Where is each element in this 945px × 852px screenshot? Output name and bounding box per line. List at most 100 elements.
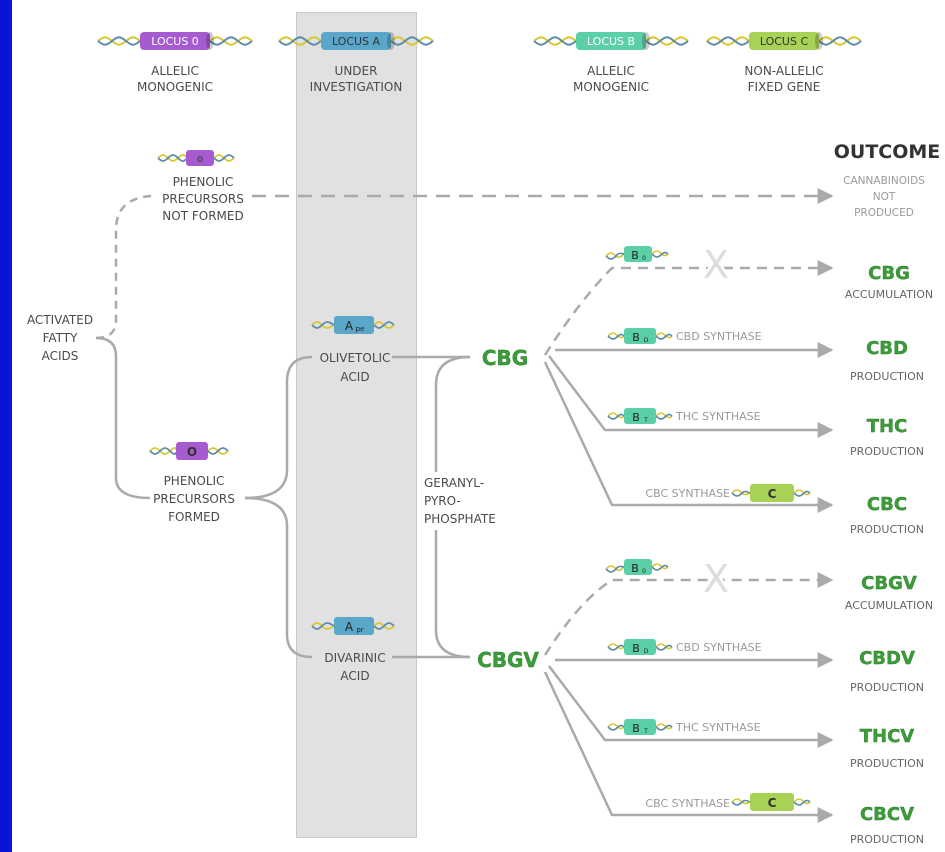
not-formed-line2: PRECURSORS (162, 192, 244, 206)
outcome-desc-cbdv: PRODUCTION (850, 681, 924, 694)
outcome-name-cbgv: CBGV (861, 573, 917, 594)
gene-a-pr-sub: pr (356, 626, 363, 634)
gene-b0-cbgv-sub: 0 (642, 568, 646, 575)
outcome-desc-cbd: PRODUCTION (850, 370, 924, 383)
locus-0-header: LOCUS 0 ALLELIC MONOGENIC (97, 32, 253, 94)
gene-bt-cbg-cylinder (624, 408, 656, 424)
outcome-cbcv-production: CBCV PRODUCTION (850, 804, 924, 846)
cbg-node: CBG (482, 346, 528, 370)
locus-b-desc-line2: MONOGENIC (573, 80, 649, 94)
phenolic-not-formed: PHENOLIC PRECURSORS NOT FORMED (162, 175, 244, 223)
divarinic-line1: DIVARINIC (324, 651, 385, 665)
outcome-name-thcv: THCV (860, 726, 915, 747)
connector-lines (95, 188, 834, 823)
blocked-x-cbg: X (703, 243, 729, 287)
olivetolic-line2: ACID (340, 370, 369, 384)
gene-b0-cbgv: B 0 (605, 559, 669, 575)
white-panel (12, 0, 945, 852)
enzyme-cbd-cbg: CBD SYNTHASE (676, 330, 762, 343)
activated-line2: FATTY (43, 331, 79, 345)
gene-b0-cbgv-cylinder (624, 559, 652, 575)
locus-c-label: LOCUS C (760, 35, 809, 48)
gene-bd-cbgv-sub: D (644, 648, 649, 655)
gene-bt-cbgv-main: B (632, 722, 640, 735)
gene-bt-cbgv-sub: T (643, 728, 648, 735)
outcome-desc-thcv: PRODUCTION (850, 757, 924, 770)
gene-a-pr-cylinder (334, 617, 374, 635)
outcome-cbgv-accumulation: CBGV ACCUMULATION (845, 573, 933, 612)
locus-b-desc-line1: ALLELIC (587, 64, 635, 78)
gene-c-cbg: C (731, 484, 811, 502)
outcome-thcv-production: THCV PRODUCTION (850, 726, 924, 770)
gene-O-label: O (187, 445, 197, 459)
not-produced-line2: NOT (873, 191, 896, 203)
not-produced-line1: CANNABINOIDS (843, 175, 925, 187)
gene-bt-cbg-sub: T (643, 417, 648, 424)
gene-bd-cbg: B D (607, 328, 673, 344)
gene-bd-cbgv-main: B (632, 642, 640, 655)
gene-c-cbgv-cylinder (750, 793, 794, 811)
gene-o-upper: O (149, 442, 229, 460)
gene-bd-cbg-sub: D (644, 337, 649, 344)
enzyme-cbc-cbgv: CBC SYNTHASE (645, 797, 730, 810)
divarinic-line2: ACID (340, 669, 369, 683)
gene-a-pe-main: A (345, 319, 354, 333)
gene-b0-cbg-main: B (631, 249, 639, 262)
outcome-cbc-production: CBC PRODUCTION (850, 494, 924, 536)
locus-c-header: LOCUS C NON-ALLELIC FIXED GENE (706, 32, 862, 94)
geranyl-line1: GERANYL- (424, 476, 484, 490)
outcome-desc-thc: PRODUCTION (850, 445, 924, 458)
outcome-thc-production: THC PRODUCTION (850, 416, 924, 458)
enzyme-cbc-cbg: CBC SYNTHASE (645, 487, 730, 500)
gene-bt-cbgv: B T (607, 719, 673, 735)
olivetolic-acid: OLIVETOLIC ACID (320, 351, 391, 384)
outcome-cbg-accumulation: CBG ACCUMULATION (845, 263, 933, 301)
gene-bt-cbg: B T (607, 408, 673, 424)
outcome-desc-cbg: ACCUMULATION (845, 288, 933, 301)
gene-bt-cbg-main: B (632, 411, 640, 424)
cbgv-node: CBGV (477, 648, 539, 672)
not-produced-line3: PRODUCED (854, 207, 914, 219)
locus-a-cylinder (321, 32, 391, 50)
gene-bd-cbg-cylinder (624, 328, 656, 344)
geranyl-line2: PYRO- (424, 494, 461, 508)
activated-line1: ACTIVATED (27, 313, 93, 327)
gene-O-cylinder (176, 442, 208, 460)
outcome-cbd-production: CBD PRODUCTION (850, 338, 924, 383)
gene-c-cbg-cylinder (750, 484, 794, 502)
gene-c-cbgv-label: C (768, 796, 777, 810)
gene-a-pe: A pe (311, 316, 395, 334)
phenolic-formed: PHENOLIC PRECURSORS FORMED (153, 474, 235, 524)
outcome-name-cbg: CBG (868, 263, 910, 284)
gene-a-pe-sub: pe (356, 325, 365, 333)
outcome-desc-cbc: PRODUCTION (850, 523, 924, 536)
gene-b0-cbg-sub: 0 (642, 255, 646, 262)
outcome-desc-cbcv: PRODUCTION (850, 833, 924, 846)
not-formed-line1: PHENOLIC (173, 175, 234, 189)
locus-c-cylinder (749, 32, 819, 50)
investigation-band (296, 12, 417, 838)
locus-b-cylinder (576, 32, 646, 50)
locus-a-desc-line1: UNDER (335, 64, 378, 78)
blocked-x-cbgv: X (703, 557, 729, 601)
locus-a-header: LOCUS A UNDER INVESTIGATION (278, 32, 434, 94)
gene-b0-cbg-cylinder (624, 246, 652, 262)
formed-line3: FORMED (168, 510, 220, 524)
cbg-node-group: CBG (472, 342, 540, 370)
gene-a-pe-cylinder (334, 316, 374, 334)
gene-bd-cbgv-cylinder (624, 639, 656, 655)
gene-b0-cbgv-main: B (631, 562, 639, 575)
cannabinoids-not-produced: CANNABINOIDS NOT PRODUCED (843, 175, 925, 219)
enzyme-thc-cbgv: THC SYNTHASE (675, 721, 761, 734)
geranyl-pyrophosphate: GERANYL- PYRO- PHOSPHATE (420, 472, 506, 530)
gene-c-cbgv: C (731, 793, 811, 811)
locus-a-desc-line2: INVESTIGATION (310, 80, 403, 94)
gene-bd-cbgv: B D (607, 639, 673, 655)
gene-bt-cbgv-cylinder (624, 719, 656, 735)
not-formed-line3: NOT FORMED (162, 209, 243, 223)
gene-o-cylinder (186, 150, 214, 166)
locus-0-desc-line2: MONOGENIC (137, 80, 213, 94)
locus-c-desc-line2: FIXED GENE (748, 80, 821, 94)
